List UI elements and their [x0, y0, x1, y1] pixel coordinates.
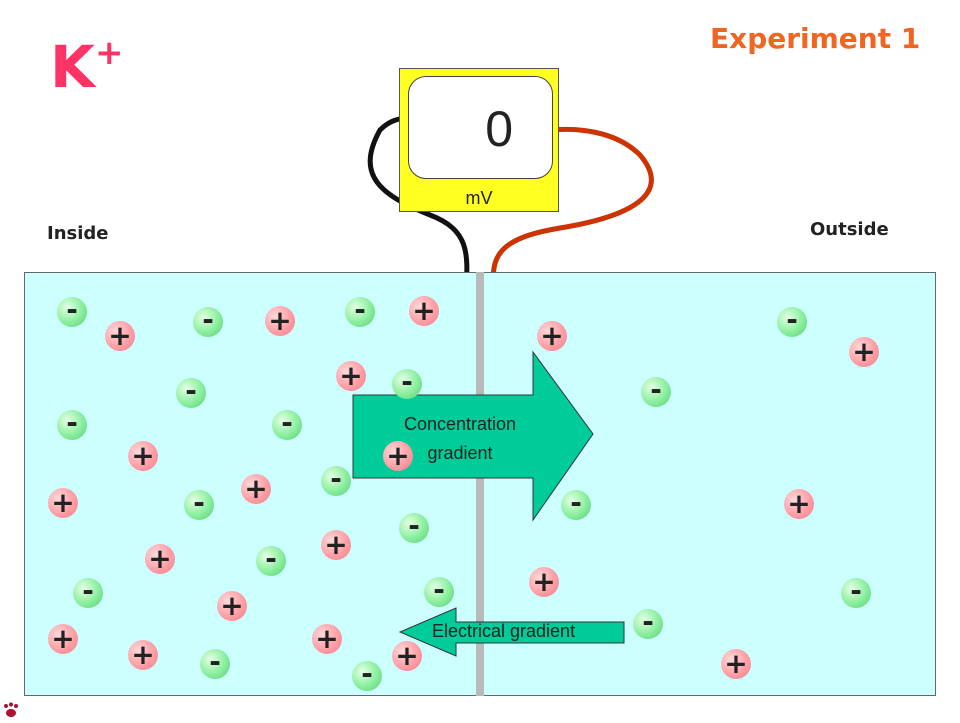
voltmeter-unit: mV [465, 188, 493, 208]
positive-ion: + [392, 641, 422, 671]
negative-ion: - [392, 368, 422, 399]
positive-ion: + [241, 474, 271, 504]
negative-ion: - [399, 512, 429, 543]
negative-ion: - [321, 465, 351, 496]
negative-ion: - [641, 376, 671, 407]
negative-ion: - [561, 489, 591, 520]
positive-ion: + [321, 530, 351, 560]
positive-ion: + [529, 567, 559, 597]
outside-wire [490, 126, 654, 291]
concentration-gradient-arrow [352, 350, 594, 522]
negative-ion: - [176, 377, 206, 408]
positive-ion: + [128, 640, 158, 670]
positive-ion: + [105, 321, 135, 351]
positive-ion: + [784, 489, 814, 519]
electrical-gradient-label: Electrical gradient [432, 621, 576, 641]
positive-ion: + [312, 624, 342, 654]
positive-ion: + [336, 361, 366, 391]
positive-ion: + [537, 321, 567, 351]
negative-ion: - [57, 409, 87, 440]
voltmeter-screen [408, 76, 553, 179]
negative-ion: - [345, 296, 375, 327]
electrical-gradient-arrow [398, 607, 625, 657]
negative-ion: - [256, 545, 286, 576]
positive-ion: + [128, 441, 158, 471]
inside-label: Inside [47, 223, 109, 244]
negative-ion: - [73, 577, 103, 608]
negative-ion: - [841, 577, 871, 608]
outside-label: Outside [810, 219, 889, 240]
ion-title: K+ [50, 33, 124, 101]
negative-ion: - [777, 306, 807, 337]
positive-ion: + [48, 488, 78, 518]
positive-ion: + [721, 649, 751, 679]
experiment-label: Experiment 1 [710, 22, 921, 55]
inside-wire [367, 115, 470, 291]
positive-ion: + [409, 296, 439, 326]
negative-ion: - [424, 576, 454, 607]
positive-ion: + [265, 306, 295, 336]
negative-ion: - [200, 648, 230, 679]
negative-ion: - [57, 296, 87, 327]
negative-ion: - [633, 608, 663, 639]
positive-ion: + [849, 337, 879, 367]
positive-ion: + [145, 544, 175, 574]
cell-membrane [476, 272, 484, 696]
positive-ion: + [217, 591, 247, 621]
paw-print-logo [2, 702, 20, 723]
negative-ion: - [184, 489, 214, 520]
positive-ion: + [48, 624, 78, 654]
positive-ion: + [383, 441, 413, 471]
negative-ion: - [193, 306, 223, 337]
negative-ion: - [352, 660, 382, 691]
negative-ion: - [272, 409, 302, 440]
voltmeter-reading: 0 [485, 101, 513, 157]
